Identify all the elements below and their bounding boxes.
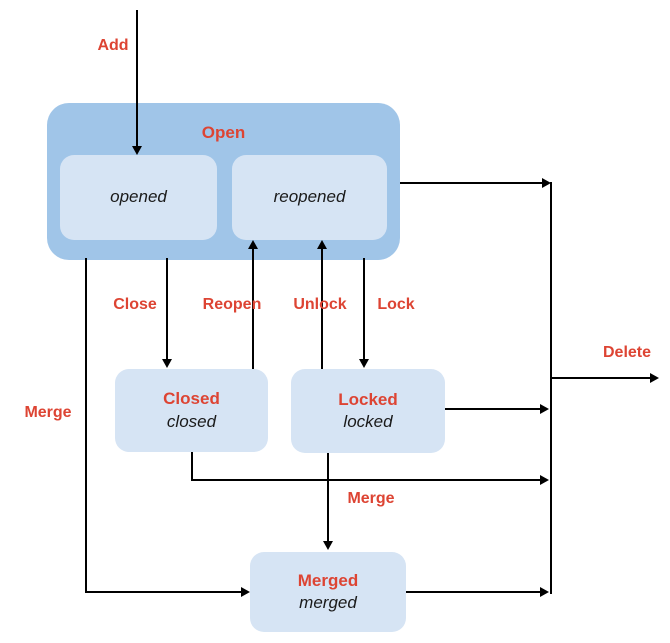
merged-state-node: Merged merged: [250, 552, 406, 632]
locked-exit-line: [445, 408, 541, 410]
delete-edge-label: Delete: [602, 344, 652, 361]
close-arrow-line: [166, 258, 168, 359]
lock-edge-label: Lock: [377, 296, 415, 313]
add-arrowhead-icon: [132, 146, 142, 155]
closed-exit-arrowhead-icon: [540, 475, 549, 485]
opened-state-label: opened: [110, 187, 167, 207]
open-group-title: Open: [201, 123, 246, 142]
delete-arrowhead-icon: [650, 373, 659, 383]
merge-left-arrowhead-icon: [241, 587, 250, 597]
closed-state-label: closed: [166, 411, 217, 431]
merged-exit-line: [406, 591, 541, 593]
locked-to-merged-line: [327, 453, 329, 543]
reopened-state-label: reopened: [273, 187, 346, 207]
closed-state-title: Closed: [163, 389, 220, 409]
locked-state-node: Locked locked: [291, 369, 445, 453]
add-edge-label: Add: [97, 37, 129, 54]
open-exit-line: [400, 182, 543, 184]
delete-collector-line: [550, 182, 552, 594]
opened-state-node: opened: [60, 155, 217, 240]
close-arrowhead-icon: [162, 359, 172, 368]
closed-exit-vertical-line: [191, 452, 193, 481]
locked-state-title: Locked: [338, 389, 398, 409]
merged-exit-arrowhead-icon: [540, 587, 549, 597]
add-arrow-line: [136, 10, 138, 148]
merge-left-edge-label: Merge: [24, 404, 72, 421]
merged-state-title: Merged: [297, 570, 359, 590]
locked-state-label: locked: [343, 412, 393, 431]
locked-to-merged-arrowhead-icon: [323, 541, 333, 550]
locked-exit-arrowhead-icon: [540, 404, 549, 414]
merge-left-vertical-line: [85, 258, 87, 593]
unlock-edge-label: Unlock: [293, 296, 347, 313]
reopen-arrow-line: [252, 249, 254, 369]
reopen-edge-label: Reopen: [202, 296, 262, 313]
merge-left-horizontal-line: [85, 591, 242, 593]
delete-arrow-line: [551, 377, 652, 379]
lock-arrowhead-icon: [359, 359, 369, 368]
merged-state-label: merged: [299, 593, 357, 612]
closed-exit-horizontal-line: [191, 479, 541, 481]
lock-arrow-line: [363, 258, 365, 359]
close-edge-label: Close: [113, 296, 157, 313]
reopened-state-node: reopened: [232, 155, 387, 240]
unlock-arrowhead-icon: [317, 240, 327, 249]
merge-bottom-edge-label: Merge: [347, 490, 395, 507]
closed-state-node: Closed closed: [115, 369, 268, 452]
reopen-arrowhead-icon: [248, 240, 258, 249]
unlock-arrow-line: [321, 249, 323, 369]
open-exit-arrowhead-icon: [542, 178, 551, 188]
